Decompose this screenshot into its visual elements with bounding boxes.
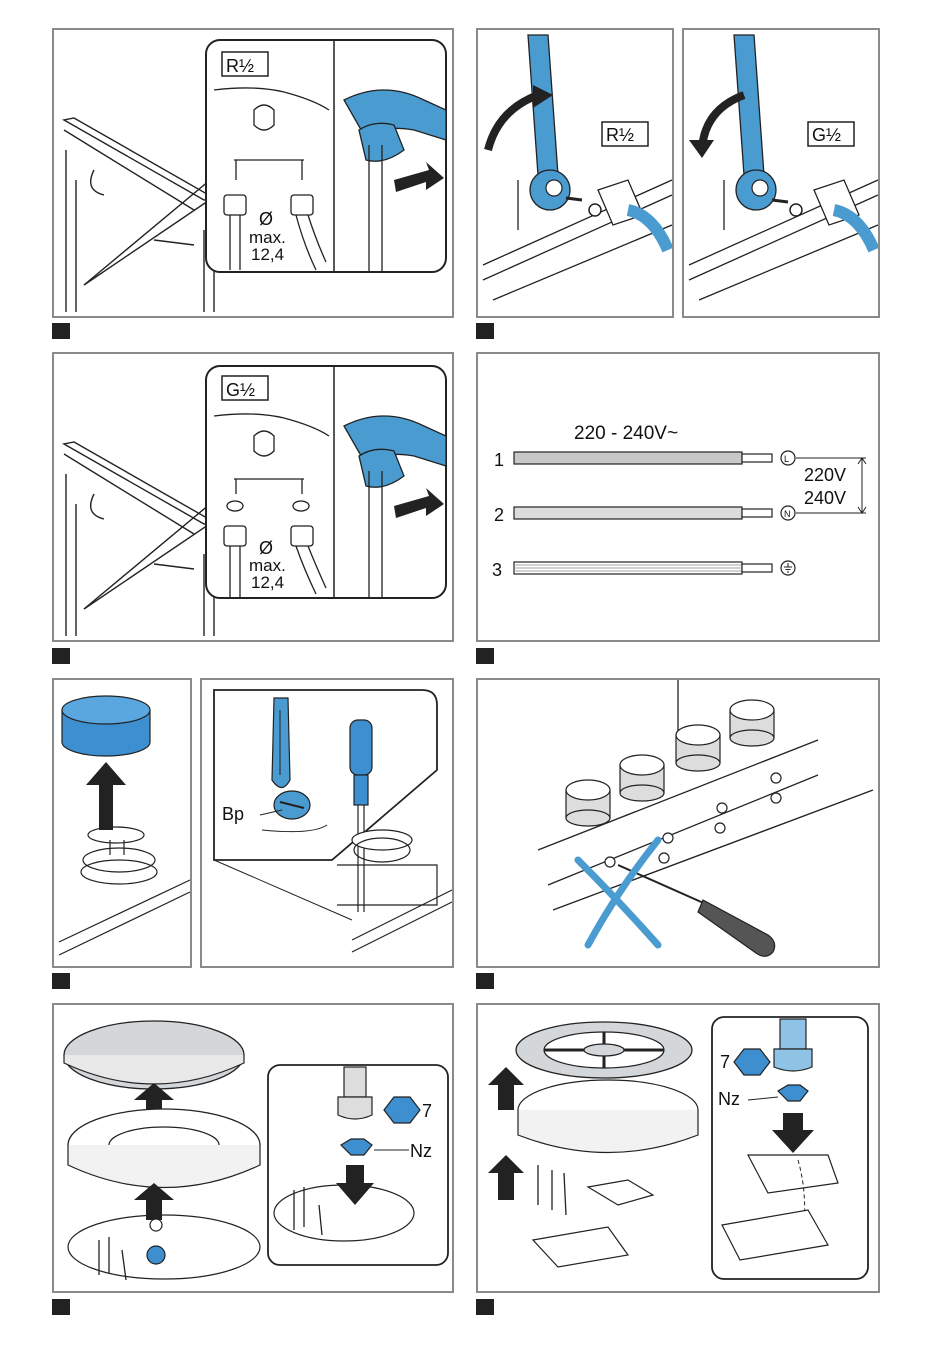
figure-marker bbox=[476, 648, 494, 664]
wire-3 bbox=[514, 562, 742, 574]
panel-pipe-r-half: R½ Ø max. 12,4 bbox=[52, 28, 454, 318]
nozzle bbox=[147, 1246, 165, 1264]
figure-marker bbox=[476, 973, 494, 989]
wrench-tighten-illustration: R½ bbox=[478, 30, 672, 316]
label-wire-3: 3 bbox=[492, 560, 502, 580]
control-panel-warning-illustration bbox=[478, 680, 878, 966]
cross-icon bbox=[578, 840, 658, 945]
label-bypass: Bp bbox=[222, 804, 244, 824]
label-nozzle: Nz bbox=[410, 1141, 432, 1161]
label-max-value: 12,4 bbox=[251, 245, 284, 264]
arrow-icon bbox=[488, 1067, 524, 1110]
panel-hob-nozzle: 7 Nz bbox=[52, 1003, 454, 1293]
label-wire-2: 2 bbox=[494, 505, 504, 525]
wire-1 bbox=[514, 452, 742, 464]
screwdriver bbox=[350, 720, 372, 775]
label-max-value: 12,4 bbox=[251, 573, 284, 592]
knob-row bbox=[566, 700, 774, 826]
label-diameter: Ø bbox=[259, 209, 273, 229]
remove-knob-illustration bbox=[54, 680, 190, 966]
bypass-adjust-illustration: Bp bbox=[202, 680, 452, 966]
terminal-n: N bbox=[784, 509, 791, 519]
hob-nozzle-replace-illustration: 7 Nz bbox=[54, 1005, 452, 1291]
figure-marker bbox=[52, 973, 70, 989]
label-g-half: G½ bbox=[226, 380, 255, 400]
figure-marker bbox=[476, 1299, 494, 1315]
label-wrench-size: 7 bbox=[720, 1052, 730, 1072]
panel-electrical-wiring: 220 - 240V~ 1 L 2 N 3 220V 240V bbox=[476, 352, 880, 642]
arrow-icon bbox=[689, 140, 714, 158]
panel-remove-knob bbox=[52, 678, 192, 968]
screwdriver bbox=[698, 900, 775, 956]
label-r-half: R½ bbox=[226, 56, 254, 76]
wrench-loosen-illustration: G½ bbox=[684, 30, 878, 316]
control-knob bbox=[62, 696, 150, 756]
panel-bypass-screw: Bp bbox=[200, 678, 454, 968]
label-r-half: R½ bbox=[606, 125, 634, 145]
label-240v: 240V bbox=[804, 488, 846, 508]
burner-ring bbox=[68, 1109, 260, 1188]
terminal-l: L bbox=[784, 454, 789, 464]
label-g-half: G½ bbox=[812, 125, 841, 145]
pipe-connection-illustration: R½ Ø max. 12,4 bbox=[54, 30, 452, 316]
figure-marker bbox=[52, 648, 70, 664]
panel-do-not-remove bbox=[476, 678, 880, 968]
wire-2 bbox=[514, 507, 742, 519]
label-wrench-size: 7 bbox=[422, 1101, 432, 1121]
figure-marker bbox=[52, 323, 70, 339]
label-diameter: Ø bbox=[259, 538, 273, 558]
wiring-diagram: 220 - 240V~ 1 L 2 N 3 220V 240V bbox=[478, 354, 878, 640]
burner-nozzle-replace-illustration: 7 Nz bbox=[478, 1005, 878, 1291]
figure-marker bbox=[476, 323, 494, 339]
arrow-icon bbox=[86, 762, 126, 830]
panel-pipe-g-half: G½ Ø max. 12,4 bbox=[52, 352, 454, 642]
figure-marker bbox=[52, 1299, 70, 1315]
label-nozzle: Nz bbox=[718, 1089, 740, 1109]
label-220v: 220V bbox=[804, 465, 846, 485]
ground-icon bbox=[781, 561, 795, 575]
panel-wrench-g-half: G½ bbox=[682, 28, 880, 318]
panel-wrench-r-half: R½ bbox=[476, 28, 674, 318]
label-voltage-range: 220 - 240V~ bbox=[574, 423, 678, 444]
burner-base bbox=[518, 1080, 698, 1153]
pipe-connection-seal-illustration: G½ Ø max. 12,4 bbox=[54, 354, 452, 640]
arrow-icon bbox=[488, 1155, 524, 1200]
label-wire-1: 1 bbox=[494, 450, 504, 470]
panel-burner-nozzle: 7 Nz bbox=[476, 1003, 880, 1293]
